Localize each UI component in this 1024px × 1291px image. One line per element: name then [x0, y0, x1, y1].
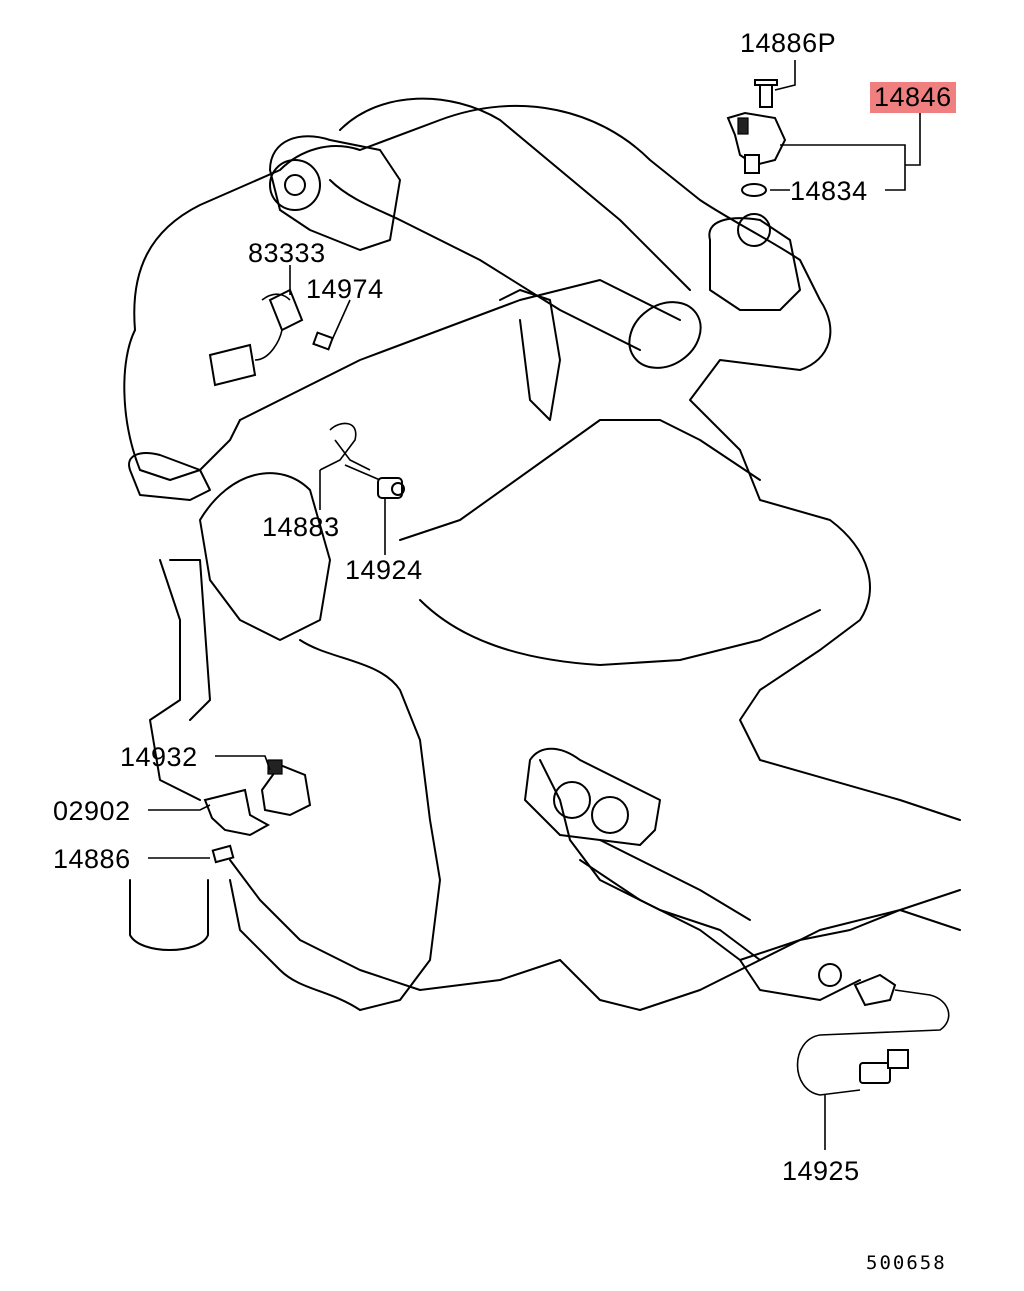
- bolt-14974: [312, 331, 334, 351]
- bracket-02902: [203, 788, 271, 837]
- part-label-14834: 14834: [790, 176, 868, 206]
- part-label-14883: 14883: [262, 512, 340, 542]
- timing-cover: [128, 452, 331, 721]
- connector-bracket-83333: [208, 288, 304, 387]
- part-label-14924: 14924: [345, 555, 423, 585]
- part-label-14846: 14846: [870, 82, 956, 113]
- part-label-14886: 14886: [53, 844, 131, 874]
- oxygen-sensor-14925: [796, 973, 950, 1096]
- leader-lines: [148, 60, 921, 1150]
- sensor-housing: [708, 213, 801, 311]
- figure-number: 500658: [866, 1252, 947, 1274]
- o-ring-14834: [741, 183, 767, 197]
- bolt-14886: [211, 844, 235, 864]
- part-label-02902: 02902: [53, 796, 131, 826]
- harness-clamp-14883: [319, 422, 371, 471]
- bolt-14886p: [754, 79, 778, 108]
- crank-angle-sensor-14932: [260, 759, 312, 817]
- oil-filter: [129, 879, 209, 951]
- knock-sensor-14924: [344, 464, 405, 499]
- part-label-14974: 14974: [306, 274, 384, 304]
- engine-block-outline: [123, 104, 961, 1011]
- part-label-14886p: 14886P: [740, 28, 837, 58]
- exhaust-pipe: [524, 747, 961, 1001]
- intake-pipe: [329, 97, 702, 421]
- part-label-83333: 83333: [248, 238, 326, 268]
- part-label-14925: 14925: [782, 1156, 860, 1186]
- throttle-body: [269, 135, 401, 251]
- part-label-14932: 14932: [120, 742, 198, 772]
- cam-position-sensor: [726, 111, 787, 174]
